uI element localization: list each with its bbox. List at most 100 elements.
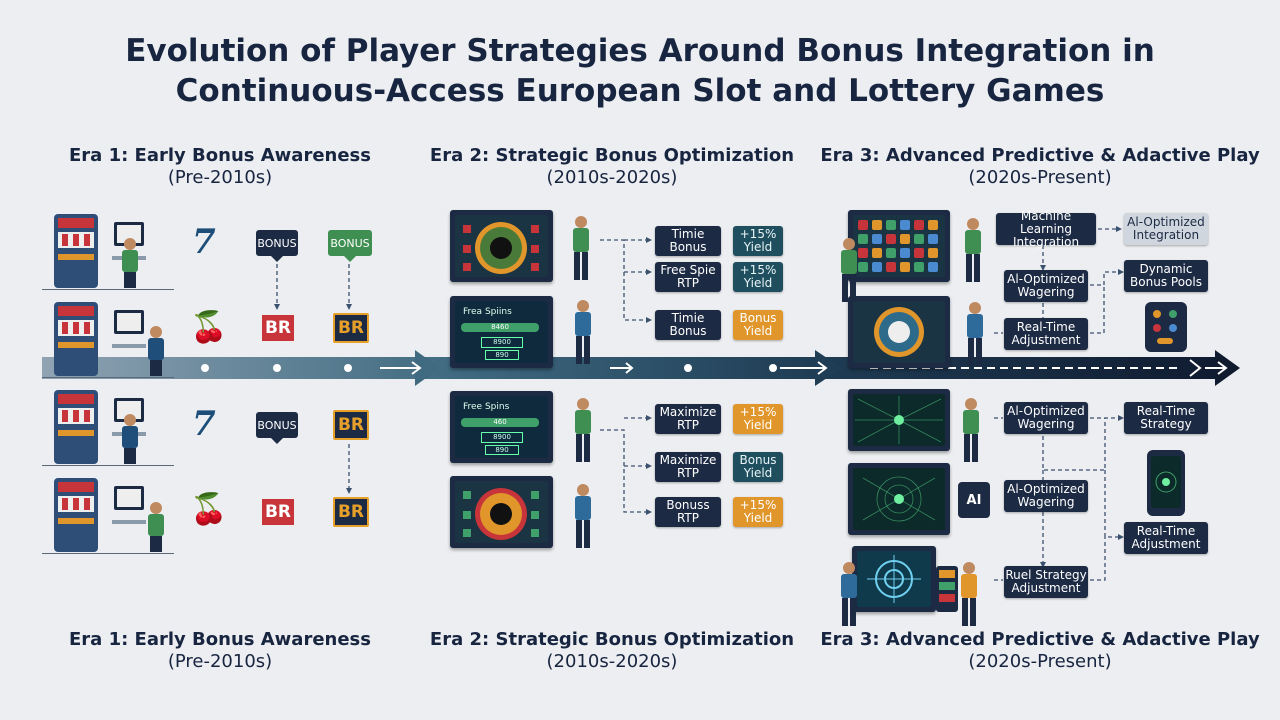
ai-badge: AI — [958, 482, 990, 518]
slot-symbol — [872, 220, 882, 230]
player-figure-icon — [964, 302, 986, 368]
yield-box-1: +15% Yield — [733, 226, 783, 256]
era-2-name: Era 2: Strategic Bonus Optimization — [429, 145, 795, 166]
slot-symbol — [886, 248, 896, 258]
real-time-adjustment-box-1: Real-Time Adjustment — [1004, 318, 1088, 350]
era-3-period: (2020s-Present) — [968, 167, 1112, 188]
era-1-header: Era 1: Early Bonus Awareness (Pre-2010s) — [10, 145, 430, 189]
real-time-adjustment-box-2: Real-Time Adjustment — [1124, 522, 1208, 554]
desk-icon — [112, 344, 146, 348]
slot-symbol — [928, 248, 938, 258]
slot-symbol — [872, 248, 882, 258]
era-1-footer: Era 1: Early Bonus Awareness (Pre-2010s) — [10, 629, 430, 673]
yield-box-5: Bonus Yield — [733, 452, 783, 482]
strategy-box-4: Maximize RTP — [655, 404, 721, 434]
slot-symbol — [914, 220, 924, 230]
slot-symbol — [900, 248, 910, 258]
page-title-line-2: Continuous-Access European Slot and Lott… — [175, 73, 1105, 109]
free-spins-title: Frea Spiins — [463, 307, 512, 317]
br-gold-icon: BR — [333, 313, 369, 343]
slot-symbol — [858, 220, 868, 230]
era-1-footer-name: Era 1: Early Bonus Awareness — [68, 629, 371, 650]
era-3-footer-period: (2020s-Present) — [968, 651, 1112, 672]
network-screen-2 — [848, 463, 950, 535]
yield-box-4: +15% Yield — [733, 404, 783, 434]
slot-symbol — [914, 234, 924, 244]
player-head-icon — [150, 326, 162, 338]
player-body-icon — [122, 250, 138, 272]
ai-wagering-box-2: Al-Optimized Wagering — [1004, 402, 1088, 434]
slot-machine-icon — [54, 214, 98, 288]
spins-count-2: 8900 — [481, 432, 523, 443]
era-3-header: Era 3: Advanced Predictive & Adactive Pl… — [820, 145, 1260, 189]
era-1-player-scene — [42, 476, 174, 556]
era-1-player-scene — [42, 300, 174, 380]
tablet-icon — [1145, 302, 1187, 352]
free-spins-title-2: Free Spins — [463, 402, 510, 412]
free-spins-screen-1: Frea Spiins 8460 8900 890 — [450, 296, 553, 368]
strategy-box-2: Free Spie RTP — [655, 262, 721, 292]
desk-icon — [112, 520, 146, 524]
player-figure-icon — [838, 562, 860, 628]
player-figure-icon — [838, 238, 860, 304]
player-figure-icon — [958, 562, 980, 628]
spins-count-small: 890 — [485, 350, 519, 360]
wheel-game-screen-2 — [450, 476, 553, 548]
dynamic-bonus-pools-box: Dynamic Bonus Pools — [1124, 260, 1208, 292]
bonus-bubble-2-label: BONUS — [257, 418, 297, 432]
target-screen — [852, 546, 936, 612]
spins-count: 8900 — [481, 337, 523, 348]
strategy-box-1: Timie Bonus — [655, 226, 721, 256]
ruel-strategy-box: Ruel Strategy Adjustment — [1004, 566, 1088, 598]
player-figure-icon — [960, 398, 982, 464]
slot-symbol — [928, 234, 938, 244]
phone-icon — [1147, 450, 1185, 516]
real-time-strategy-box: Real-Time Strategy — [1124, 402, 1208, 434]
player-legs-icon — [124, 272, 136, 288]
yield-box-6: +15% Yield — [733, 497, 783, 527]
slot-symbol — [914, 262, 924, 272]
era-2-footer-period: (2010s-2020s) — [546, 651, 678, 672]
player-figure-icon — [572, 300, 594, 366]
era-2-period: (2010s-2020s) — [546, 167, 678, 188]
era-1-player-scene — [42, 212, 174, 292]
ml-integration-box: Machine Learning Integration — [996, 209, 1096, 248]
era-2-footer-name: Era 2: Strategic Bonus Optimization — [429, 629, 795, 650]
network-screen-1 — [848, 389, 950, 451]
spins-progress-bar-2: 460 — [461, 418, 539, 427]
bonus-bubble-green-label: BONUS — [330, 236, 370, 250]
player-legs-icon — [124, 448, 136, 464]
br-red-icon: BR — [260, 313, 296, 343]
slot-grid-icon — [853, 215, 945, 277]
player-figure-icon — [962, 218, 984, 284]
lucky-seven-icon: 7 — [192, 222, 216, 262]
monitor-icon — [114, 310, 144, 334]
slot-machine-icon — [54, 390, 98, 464]
bonus-bubble-green: BONUS — [328, 230, 372, 262]
lucky-seven-icon-2: 7 — [192, 404, 216, 444]
era-2-header: Era 2: Strategic Bonus Optimization (201… — [402, 145, 822, 189]
era-3-name: Era 3: Advanced Predictive & Adactive Pl… — [820, 145, 1260, 166]
floor-line — [42, 289, 174, 290]
player-figure-icon — [572, 398, 594, 464]
cherry-icon-2: 🍒 — [190, 492, 228, 527]
slot-machine-icon — [54, 302, 98, 376]
ai-integration-box: Al-Optimized Integration — [1124, 213, 1208, 245]
page-title-line-1: Evolution of Player Strategies Around Bo… — [125, 33, 1155, 69]
monitor-icon — [114, 486, 144, 510]
player-head-icon — [124, 238, 136, 250]
era-1-name: Era 1: Early Bonus Awareness — [68, 145, 371, 166]
cherry-icon: 🍒 — [190, 310, 228, 345]
player-head-icon — [150, 502, 162, 514]
floor-line — [42, 377, 174, 378]
bonus-bubble-2: BONUS — [256, 412, 298, 444]
strategy-box-5: Maximize RTP — [655, 452, 721, 482]
slot-symbol — [858, 262, 868, 272]
br-gold-icon-2: BR — [333, 410, 369, 440]
network-graph-icon-2 — [862, 476, 936, 522]
era-1-player-scene — [42, 388, 174, 468]
player-head-icon — [124, 414, 136, 426]
slot-symbol — [914, 248, 924, 258]
era-3-footer-name: Era 3: Advanced Predictive & Adactive Pl… — [820, 629, 1260, 650]
